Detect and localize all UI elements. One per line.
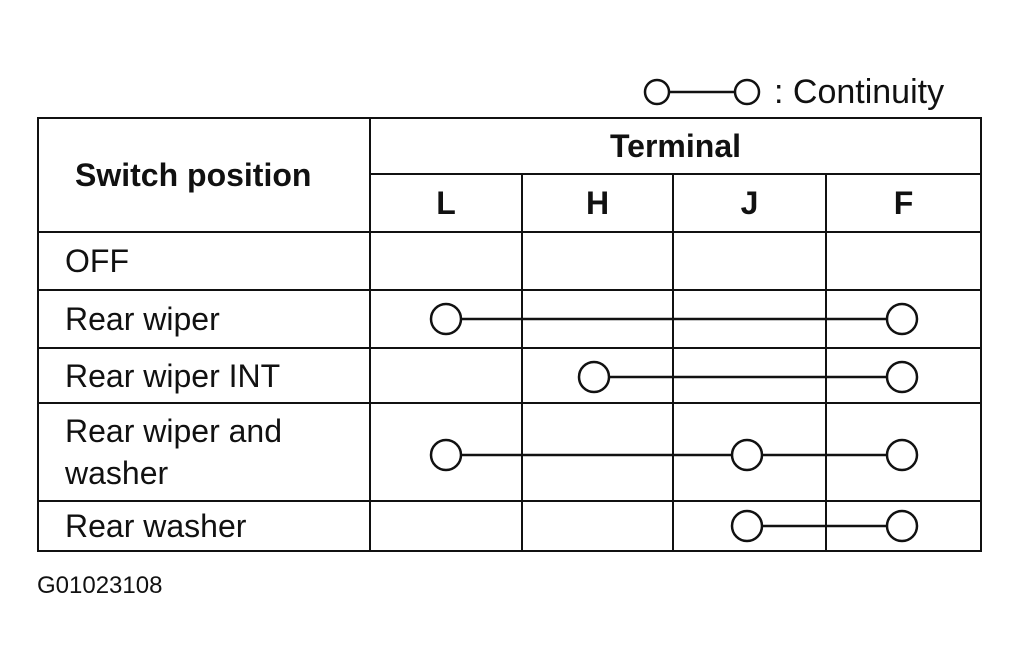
- switch-continuity-table: Switch position Terminal L H J F OFF Rea…: [37, 117, 982, 552]
- continuity-symbol-icon: [643, 78, 761, 106]
- terminal-header: Terminal: [369, 117, 982, 175]
- terminal-label-f: F: [825, 173, 982, 233]
- figure-code: G01023108: [37, 572, 163, 599]
- table-row: Rear wiper INT: [37, 347, 982, 404]
- switch-position-header: Switch position: [37, 117, 371, 233]
- row-label-rear-wiper-int: Rear wiper INT: [37, 347, 371, 404]
- terminal-label-j: J: [672, 173, 827, 233]
- row-label-rear-wiper-and-washer: Rear wiper and washer: [37, 402, 371, 502]
- row-label-rear-washer: Rear washer: [37, 500, 371, 552]
- terminal-label-l: L: [369, 173, 523, 233]
- terminal-label-h: H: [521, 173, 674, 233]
- row-label-rear-wiper: Rear wiper: [37, 289, 371, 349]
- table-row: Rear wiper and washer: [37, 402, 982, 502]
- table-row: OFF: [37, 231, 982, 291]
- continuity-legend: : Continuity: [640, 70, 944, 114]
- table-row: Rear wiper: [37, 289, 982, 349]
- table-row: Rear washer: [37, 500, 982, 552]
- legend-label: : Continuity: [774, 72, 945, 111]
- row-label-off: OFF: [37, 231, 371, 291]
